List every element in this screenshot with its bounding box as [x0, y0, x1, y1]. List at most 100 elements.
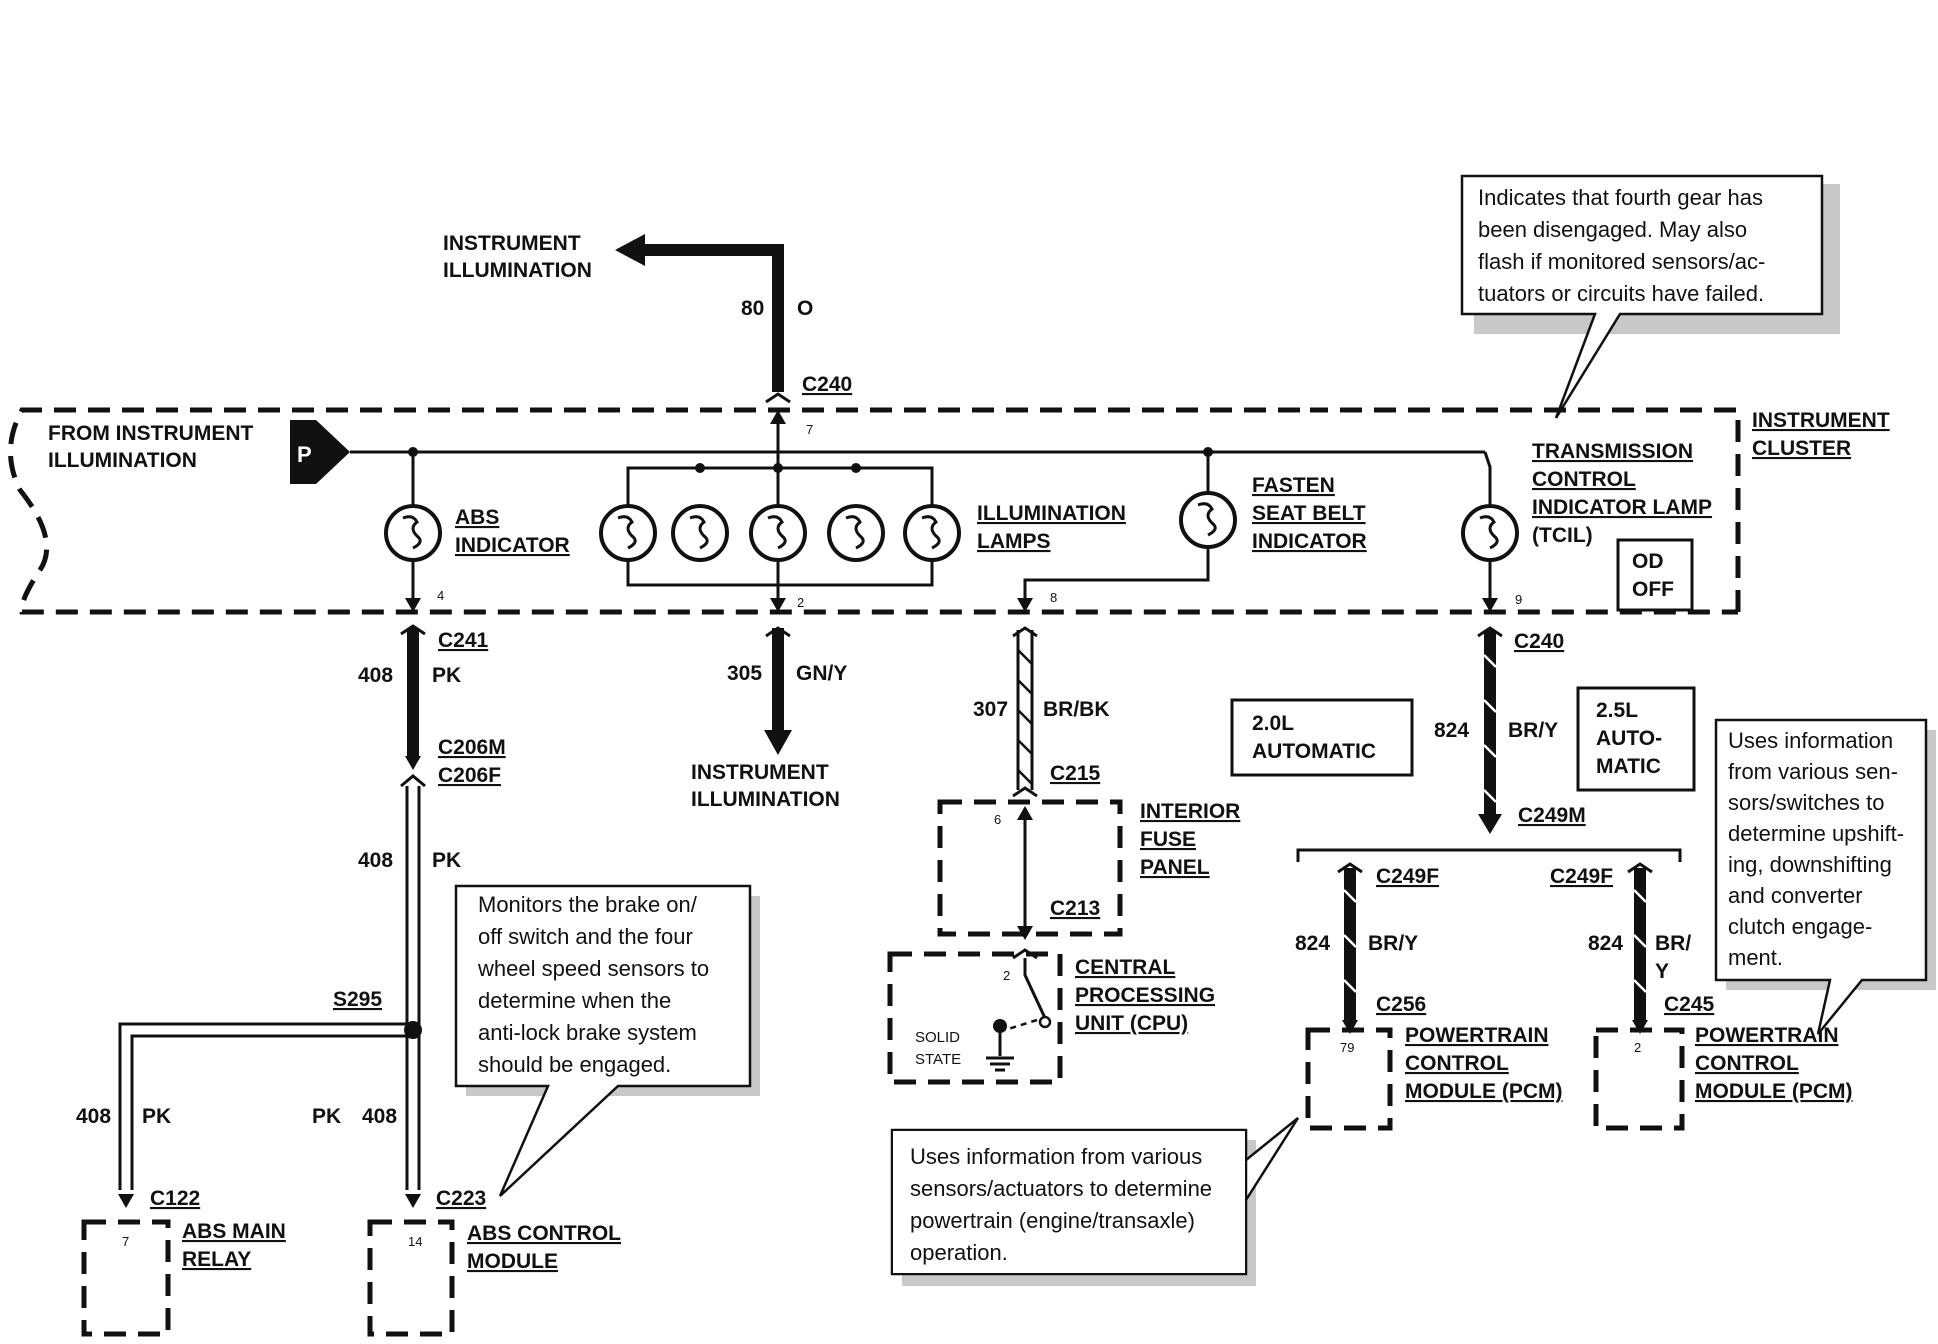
abs-control-module-2: MODULE: [467, 1250, 558, 1273]
arrow-down-icon: [1342, 1020, 1358, 1034]
arrow-down-icon: [405, 756, 421, 770]
abs-note-3: wheel speed sensors to: [477, 956, 709, 981]
wire-824-stripe: [1633, 889, 1647, 993]
pcm-right-2: CONTROL: [1695, 1052, 1799, 1075]
connector-mark: [1477, 626, 1503, 638]
abs-indicator-1: ABS: [455, 506, 499, 529]
shift-note-8: ment.: [1728, 945, 1783, 970]
engine-25-3: MATIC: [1596, 755, 1661, 778]
splice-s295-label: S295: [333, 988, 382, 1011]
illumination-lamp-icon: [903, 504, 961, 562]
arrow-down-icon: [1017, 598, 1033, 612]
interior-fuse-panel-2: FUSE: [1140, 828, 1196, 851]
wire-307-stripe: [1017, 649, 1033, 785]
shift-note-3: sors/switches to: [1728, 790, 1885, 815]
instrument-cluster-outline: [8, 407, 1741, 615]
arrow-down-icon: [1632, 1020, 1648, 1034]
wire-408-branch: [130, 1034, 413, 1190]
wire-824-color-c2: Y: [1655, 960, 1669, 983]
tcil-lamp-icon: [1461, 504, 1519, 562]
tcil-note-3: flash if monitored sensors/ac-: [1478, 249, 1765, 274]
instrument-illumination-top-2: ILLUMINATION: [443, 259, 592, 282]
wire-408-color-d: PK: [312, 1105, 341, 1128]
arrow-down-icon: [118, 1194, 134, 1208]
fasten-seat-belt-1: FASTEN: [1252, 474, 1335, 497]
tcil-note-2: been disengaged. May also: [1478, 217, 1747, 242]
engine-20-box: [1230, 698, 1414, 777]
connector-c240-top-mark: [765, 392, 791, 404]
connector-c241: C241: [438, 629, 489, 652]
pcm-right-3: MODULE (PCM): [1695, 1080, 1852, 1103]
wire-408-branch: [118, 1022, 413, 1190]
wire-307-num: 307: [973, 698, 1008, 721]
connector-c206m: C206M: [438, 736, 506, 759]
abs-note-4: determine when the: [478, 988, 671, 1013]
shift-note-2: from various sen-: [1728, 759, 1898, 784]
arrow-down-icon: [764, 730, 792, 755]
abs-note-2: off switch and the four: [478, 924, 693, 949]
illumination-lamp-icon: [599, 504, 657, 562]
pin-7: 7: [806, 422, 813, 437]
illumination-lamp-icon: [749, 504, 807, 562]
tcil-note-1: Indicates that fourth gear has: [1478, 185, 1763, 210]
illumination-lamp-icon: [827, 504, 885, 562]
abs-control-module-1: ABS CONTROL: [467, 1222, 621, 1245]
wire-408-num-d: 408: [362, 1105, 397, 1128]
instrument-illumination-mid-1: INSTRUMENT: [691, 761, 829, 784]
wire-824-color-a: BR/Y: [1508, 719, 1558, 742]
wire-307-color: BR/BK: [1043, 698, 1110, 721]
switch-contact-icon: [1038, 1015, 1052, 1029]
connector-c215: C215: [1050, 762, 1101, 785]
pin-2-pcm: 2: [1634, 1040, 1641, 1055]
connector-c249m: C249M: [1518, 804, 1586, 827]
wire-408-num-c: 408: [76, 1105, 111, 1128]
pcm-left-1: POWERTRAIN: [1405, 1024, 1549, 1047]
tcil-callout: [1460, 174, 1824, 419]
fasten-seat-belt-2: SEAT BELT: [1252, 502, 1366, 525]
tcil-2: CONTROL: [1532, 468, 1636, 491]
connector-c223: C223: [436, 1187, 486, 1210]
illumination-lamps-1: ILLUMINATION: [977, 502, 1126, 525]
wire-408-num-b: 408: [358, 849, 393, 872]
pin-2: 2: [797, 595, 804, 610]
cpu-2: PROCESSING: [1075, 984, 1215, 1007]
tcil-4: (TCIL): [1532, 524, 1593, 547]
shift-note-1: Uses information: [1728, 728, 1893, 753]
switch-link: [1004, 1018, 1038, 1032]
from-instrument-1: FROM INSTRUMENT: [48, 422, 253, 445]
illumination-lamps-2: LAMPS: [977, 530, 1051, 553]
engine-25-2: AUTO-: [1596, 727, 1662, 750]
abs-note-6: should be engaged.: [478, 1052, 671, 1077]
pcm-note-1: Uses information from various: [910, 1144, 1202, 1169]
wire-seat-belt: [1023, 548, 1210, 612]
cpu-box: [887, 951, 1063, 1085]
connector-c240-top: C240: [802, 373, 852, 396]
pcm-note-3: powertrain (engine/transaxle): [910, 1208, 1195, 1233]
arrow-down-icon: [405, 598, 421, 612]
connector-c206f: C206F: [438, 764, 501, 787]
arrow-down-icon: [1482, 598, 1498, 612]
instrument-illumination-top-1: INSTRUMENT: [443, 232, 581, 255]
pcm-left-3: MODULE (PCM): [1405, 1080, 1562, 1103]
connector-c213: C213: [1050, 897, 1100, 920]
pin-79: 79: [1340, 1040, 1354, 1055]
od-off-2: OFF: [1632, 578, 1674, 601]
instrument-cluster-1: INSTRUMENT: [1752, 409, 1890, 432]
connector-mark: [1337, 862, 1363, 874]
abs-callout: [454, 884, 752, 1197]
solid-state-1: SOLID: [915, 1029, 960, 1046]
interior-fuse-panel-box: [937, 799, 1123, 937]
arrow-down-icon: [1017, 926, 1033, 940]
connector-mark: [400, 774, 426, 788]
tcil-3: INDICATOR LAMP: [1532, 496, 1712, 519]
pcm-right-1: POWERTRAIN: [1695, 1024, 1839, 1047]
ground-node-icon: [993, 1019, 1007, 1033]
wire-824-color-c: BR/: [1655, 932, 1691, 955]
instrument-illumination-mid-2: ILLUMINATION: [691, 788, 840, 811]
p-flag-icon: [290, 420, 350, 484]
fasten-seat-belt-3: INDICATOR: [1252, 530, 1367, 553]
connector-c240-right: C240: [1514, 630, 1564, 653]
connector-c245: C245: [1664, 993, 1715, 1016]
abs-indicator-lamp-icon: [384, 504, 442, 562]
